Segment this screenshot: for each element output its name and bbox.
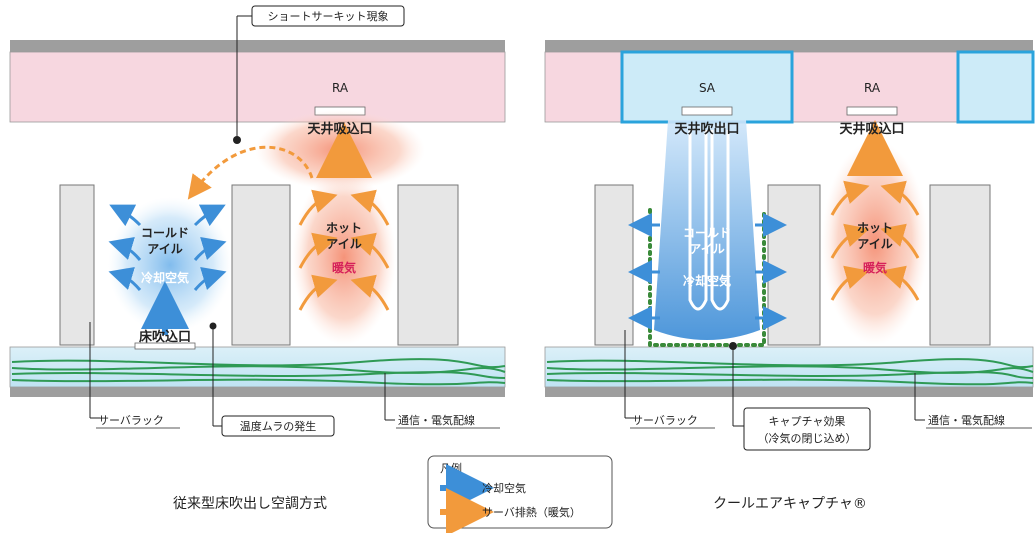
hot-aisle-label-1: ホット: [857, 221, 893, 235]
sa-plenum-partial: [956, 50, 1035, 124]
warm-air-label: 暖気: [863, 260, 887, 275]
warm-air-label: 暖気: [332, 260, 356, 275]
capture-effect-label: キャプチャ効果: [769, 414, 846, 428]
server-rack: [59, 184, 95, 346]
hot-aisle-glow: [292, 170, 396, 345]
cables: [546, 358, 1034, 386]
ceiling-intake-label: 天井吸込口: [307, 121, 372, 137]
cooling-air-label: 冷却空気: [141, 270, 189, 285]
warm-arrows: [830, 120, 920, 301]
hot-aisle-label-2: アイル: [857, 237, 892, 251]
cooling-air-label: 冷却空気: [683, 273, 731, 288]
legend-cool-label: 冷却空気: [482, 481, 526, 495]
cold-aisle-label-2: アイル: [147, 242, 182, 256]
ceiling-slab: [10, 40, 505, 52]
server-rack: [594, 184, 634, 346]
legend-exhaust-label: サーバ排熱（暖気）: [482, 505, 581, 519]
jet-stream: [688, 130, 708, 311]
ceiling-outlet-label: 天井吹出口: [674, 121, 739, 137]
server-rack: [397, 184, 459, 346]
jet-stream: [710, 130, 730, 311]
temp-unevenness-label: 温度ムラの発生: [240, 419, 316, 433]
hot-aisle-label-2: アイル: [326, 237, 361, 251]
cold-aisle-label-2: アイル: [689, 242, 724, 256]
cold-aisle-label-1: コールド: [683, 226, 731, 240]
cabling-label: 通信・電気配線: [398, 413, 475, 427]
right-caption: クールエアキャプチャ®: [713, 496, 867, 512]
ra-label: RA: [864, 81, 881, 95]
server-rack-label: サーバラック: [632, 414, 698, 427]
ceiling-intake-vent: [846, 106, 898, 116]
cold-aisle-label-1: コールド: [141, 226, 189, 240]
sa-label: SA: [699, 81, 716, 95]
capture-effect-sub: （冷気の閉じ込め）: [758, 431, 857, 445]
server-rack-label: サーバラック: [98, 414, 164, 427]
hot-aisle-label-1: ホット: [326, 221, 362, 235]
capture-effect-box: [743, 407, 871, 451]
legend: 凡例 冷却空気 サーバ排熱（暖気）: [427, 455, 613, 533]
ceiling-intake-label: 天井吸込口: [839, 121, 904, 137]
ceiling-outlet-vent: [681, 106, 733, 116]
short-circuit-label: ショートサーキット現象: [268, 10, 389, 23]
cabling-label: 通信・電気配線: [928, 413, 1005, 427]
floor-outlet-label: 床吹込口: [139, 329, 191, 345]
right-panel: SA RA 天井吹出口 天井吸込口 コールド アイル 冷却空気 ホット アイル …: [544, 40, 1035, 512]
ra-label: RA: [332, 81, 349, 95]
short-circuit-arrow: [187, 145, 314, 200]
short-circuit-callout-box: [251, 5, 405, 27]
cold-aisle-glow: [108, 197, 232, 333]
temp-unevenness-box: [221, 415, 335, 437]
server-rack: [231, 184, 291, 346]
server-rack: [929, 184, 991, 346]
left-caption: 従来型床吹出し空調方式: [173, 496, 327, 512]
cool-arrows: [108, 204, 227, 335]
floor-outlet-vent: [134, 342, 196, 350]
floor-slab: [10, 387, 505, 397]
warm-arrows: [298, 122, 390, 311]
ceiling-slab: [545, 40, 1033, 52]
server-rack: [767, 184, 821, 346]
cables: [11, 358, 506, 386]
legend-title: 凡例: [440, 461, 462, 475]
ceiling-plenum: [9, 51, 506, 123]
cool-arrows: [628, 213, 787, 330]
floor-slab: [545, 387, 1033, 397]
left-panel: RA 天井吸込口 コールド アイル 冷却空気 ホット アイル 暖気 床吹込口 サ…: [9, 15, 506, 512]
